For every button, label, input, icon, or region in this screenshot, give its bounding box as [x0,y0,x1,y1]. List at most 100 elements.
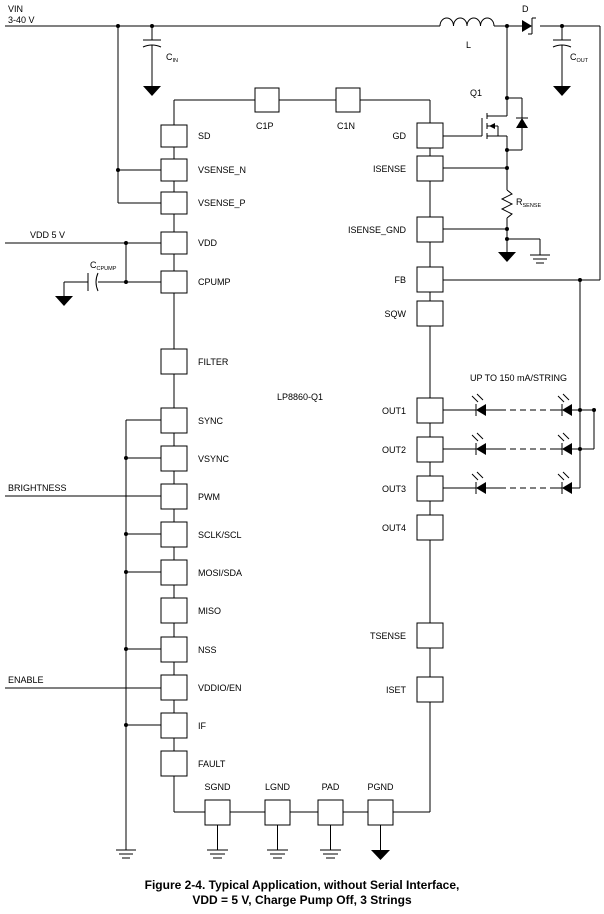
svg-text:ISET: ISET [386,685,407,695]
svg-text:OUT2: OUT2 [382,445,406,455]
led-string-1 [443,393,594,416]
right-pin-sqw: SQW [385,300,444,327]
right-pin-isense: ISENSE [373,155,444,182]
svg-text:FB: FB [394,275,406,285]
bottom-pin-pad: PAD [317,782,344,859]
left-pin-vsense-n: VSENSE_N [160,158,246,182]
right-pin-gd: GD [393,122,444,149]
left-pin-pwm: PWM [160,483,220,510]
led-string-3 [443,471,580,494]
svg-text:ISENSE: ISENSE [373,164,406,174]
vin-label: VIN [8,4,23,14]
left-pin-vddio-en: VDDIO/EN [160,674,242,701]
left-pin-sd: SD [160,124,211,148]
svg-text:SYNC: SYNC [198,416,224,426]
svg-text:VDDIO/EN: VDDIO/EN [198,683,242,693]
vdd-label: VDD 5 V [30,230,65,240]
led-note: UP TO 150 mA/STRING [470,373,567,383]
svg-text:OUT4: OUT4 [382,523,406,533]
svg-text:SQW: SQW [385,309,407,319]
left-pin-sclk-scl: SCLK/SCL [160,521,242,548]
left-pin-if: IF [160,712,207,739]
diode-symbol [522,17,536,35]
left-pin-vdd: VDD [160,231,218,255]
svg-text:SGND: SGND [204,782,231,792]
enable-label: ENABLE [8,675,44,685]
svg-text:CPUMP: CPUMP [198,277,231,287]
svg-text:SCLK/SCL: SCLK/SCL [198,530,242,540]
bottom-pin-sgnd: SGND [204,782,231,859]
cout-label: COUT [570,52,589,64]
svg-text:TSENSE: TSENSE [370,631,406,641]
cout-capacitor [552,26,572,96]
inductor-symbol [439,17,495,27]
right-pin-out4: OUT4 [382,514,444,541]
c1p-label: C1P [256,121,274,131]
svg-text:MOSI/SDA: MOSI/SDA [198,568,242,578]
svg-text:GD: GD [393,131,407,141]
brightness-label: BRIGHTNESS [8,483,67,493]
svg-text:FILTER: FILTER [198,357,229,367]
svg-text:MISO: MISO [198,606,221,616]
vin-range-label: 3-40 V [8,15,35,25]
right-pin-out1: OUT1 [382,397,444,424]
figure-caption-line2: VDD = 5 V, Charge Pump Off, 3 Strings [192,893,412,907]
svg-text:FAULT: FAULT [198,759,226,769]
vdd-wires [5,241,161,284]
ccpump-label: CCPUMP [90,260,117,272]
left-pin-fault: FAULT [160,750,226,777]
svg-text:VSENSE_N: VSENSE_N [198,165,246,175]
svg-text:IF: IF [198,721,207,731]
svg-text:SD: SD [198,131,211,141]
right-pin-tsense: TSENSE [370,622,444,649]
svg-text:VDD: VDD [198,238,218,248]
svg-text:ISENSE_GND: ISENSE_GND [348,225,407,235]
vsense-wires [116,26,161,204]
left-pin-nss: NSS [160,636,217,663]
left-pin-miso: MISO [160,597,221,624]
svg-text:NSS: NSS [198,645,217,655]
right-pin-out2: OUT2 [382,436,444,463]
right-pin-out3: OUT3 [382,475,444,502]
svg-text:LGND: LGND [265,782,291,792]
c1p-pin-box [254,87,280,113]
chip-name: LP8860-Q1 [277,392,323,402]
left-pin-mosi-sda: MOSI/SDA [160,559,242,586]
junction-dot [560,24,564,28]
left-pin-filter: FILTER [160,348,229,375]
c1n-label: C1N [337,121,355,131]
svg-text:PGND: PGND [367,782,394,792]
led-common-anode [578,408,596,451]
left-ground-bus [116,419,161,859]
diode-label: D [522,4,529,14]
right-pin-isense-gnd: ISENSE_GND [348,216,444,243]
left-pin-vsense-p: VSENSE_P [160,191,246,215]
inductor-label: L [466,40,471,50]
c1n-pin-box [335,87,361,113]
cin-capacitor [142,26,162,96]
bottom-pin-pgnd: PGND [367,782,394,860]
left-pin-cpump: CPUMP [160,270,231,294]
svg-text:VSENSE_P: VSENSE_P [198,198,246,208]
fb-wire [443,278,600,488]
left-pin-sync: SYNC [160,407,224,434]
svg-text:OUT3: OUT3 [382,484,406,494]
led-string-2 [443,432,594,455]
right-pin-fb: FB [394,266,444,293]
svg-text:PWM: PWM [198,492,220,502]
right-pin-iset: ISET [386,676,444,703]
mosfet-q1 [443,96,528,152]
rsense-label: RSENSE [516,197,541,209]
rsense-resistor [443,150,550,264]
bottom-pin-lgnd: LGND [264,782,291,859]
vin-rail [5,25,601,280]
q1-label: Q1 [470,88,482,98]
svg-text:PAD: PAD [322,782,340,792]
left-pin-vsync: VSYNC [160,445,230,472]
ccpump-capacitor [55,272,99,306]
svg-text:VSYNC: VSYNC [198,454,230,464]
junction-dot [150,24,154,28]
figure-caption-line1: Figure 2-4. Typical Application, without… [145,878,460,892]
svg-text:OUT1: OUT1 [382,406,406,416]
